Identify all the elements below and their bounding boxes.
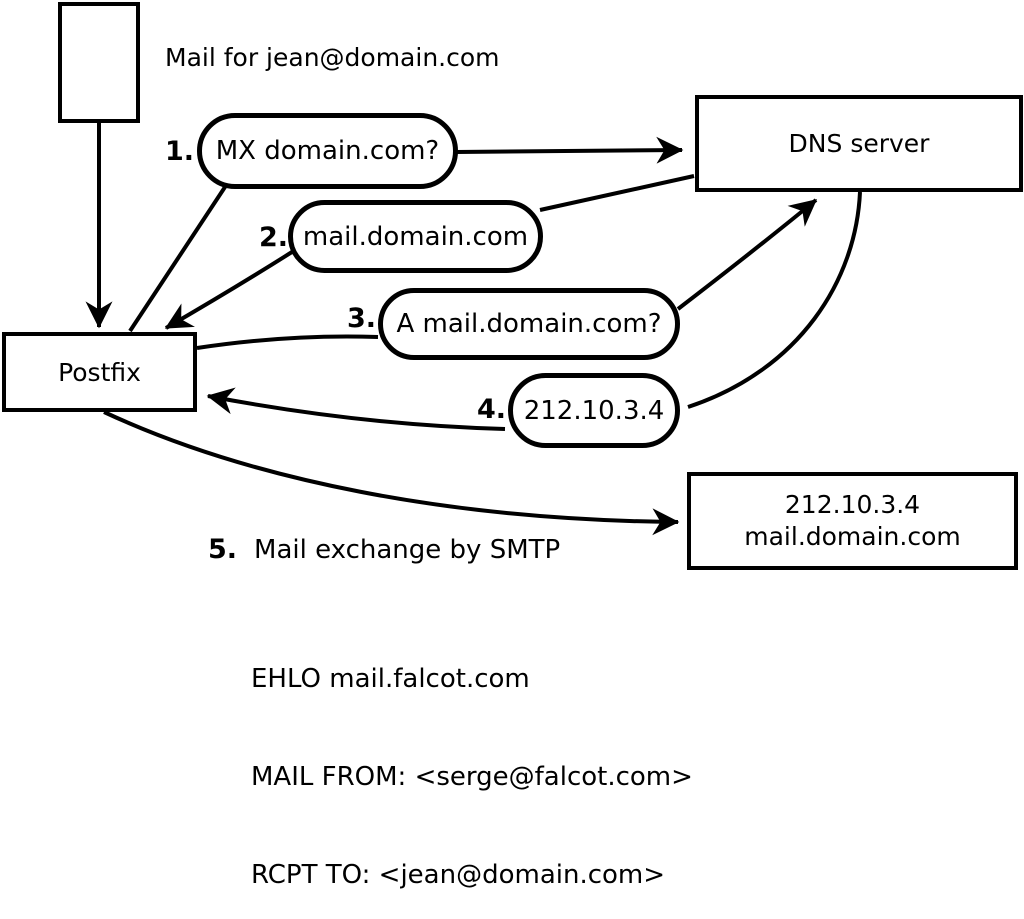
line-postfix-to-a-pill xyxy=(196,334,379,350)
arrow-ip-pill-to-postfix xyxy=(206,387,506,431)
response-pill-ip-label: 212.10.3.4 xyxy=(523,395,665,426)
postfix-box: Postfix xyxy=(2,332,197,412)
step-5-caption: 5. Mail exchange by SMTP xyxy=(208,534,560,565)
mail-envelope-box xyxy=(58,2,140,123)
arrow-a-query-to-dns xyxy=(676,198,818,311)
step-number-4: 4. xyxy=(476,394,506,425)
step-number-1: 1. xyxy=(164,136,194,167)
response-pill-mailhost-label: mail.domain.com xyxy=(302,221,529,252)
step-number-2: 2. xyxy=(258,222,288,253)
response-pill-mailhost: mail.domain.com xyxy=(288,200,543,273)
step-5-label: Mail exchange by SMTP xyxy=(254,535,561,565)
arrow-mx-query-to-dns xyxy=(455,136,684,164)
smtp-transcript: EHLO mail.falcot.com MAIL FROM: <serge@f… xyxy=(251,598,693,919)
query-pill-mx: MX domain.com? xyxy=(197,113,458,189)
mail-title-label: Mail for jean@domain.com xyxy=(165,43,500,72)
query-pill-mx-label: MX domain.com? xyxy=(215,136,440,166)
step-number-3: 3. xyxy=(346,303,376,334)
step-number-5: 5. xyxy=(208,534,238,565)
line-dns-to-ip-pill xyxy=(687,191,862,409)
smtp-line: EHLO mail.falcot.com xyxy=(251,664,530,695)
response-pill-ip: 212.10.3.4 xyxy=(508,373,680,448)
line-postfix-to-mx-pill xyxy=(128,185,227,333)
dns-server-box: DNS server xyxy=(695,95,1023,192)
mail-server-ip: 212.10.3.4 xyxy=(784,489,921,519)
mail-server-hostname: mail.domain.com xyxy=(744,522,961,551)
line-dns-to-mail-pill xyxy=(539,174,695,212)
smtp-line: MAIL FROM: <serge@falcot.com> xyxy=(251,761,693,792)
arrow-mail-pill-to-postfix xyxy=(164,250,294,330)
query-pill-a-record: A mail.domain.com? xyxy=(378,288,680,360)
postfix-label: Postfix xyxy=(58,357,141,387)
query-pill-a-record-label: A mail.domain.com? xyxy=(396,309,662,339)
dns-server-label: DNS server xyxy=(788,129,930,158)
smtp-line: RCPT TO: <jean@domain.com> xyxy=(251,859,666,890)
mail-server-box: 212.10.3.4 mail.domain.com xyxy=(687,472,1018,570)
arrow-smtp-to-mailserver xyxy=(103,410,680,536)
